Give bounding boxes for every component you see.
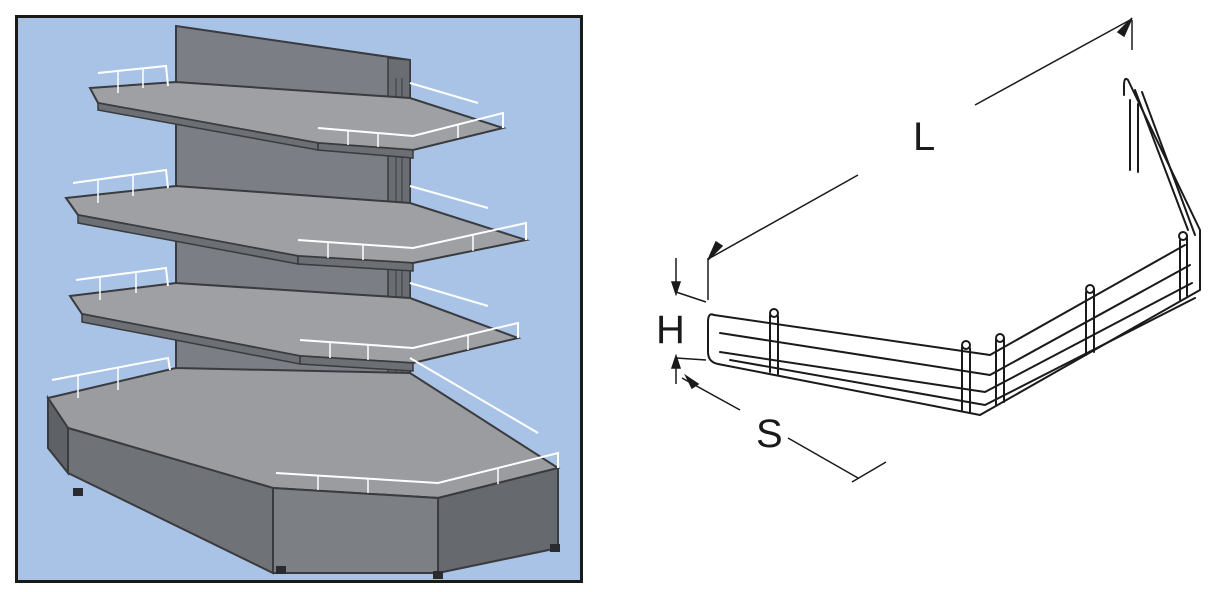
base-side-left — [47, 394, 69, 476]
rail-dimension-diagram: L H S — [640, 0, 1212, 592]
rail-bottom — [719, 282, 1193, 393]
depth-label: S — [756, 412, 783, 456]
length-label: L — [913, 115, 936, 159]
shelving-drawing — [46, 24, 561, 579]
rail-mid — [719, 264, 1191, 376]
dimension-lines — [670, 17, 1133, 483]
shelf-1 — [88, 80, 507, 159]
rail-inner — [729, 297, 1196, 406]
shelf-3 — [68, 281, 522, 372]
rail-right-end — [1134, 89, 1196, 236]
shelving-illustration — [15, 15, 583, 583]
height-label: H — [656, 308, 685, 352]
base-front-right — [272, 486, 439, 574]
rail-outer — [707, 77, 1201, 416]
rail-posts-diagram — [769, 99, 1188, 413]
shelf-2 — [64, 184, 530, 272]
rail-posts — [77, 68, 499, 493]
feet — [73, 488, 560, 579]
rail-drawing — [670, 17, 1201, 483]
rail-top — [713, 244, 1186, 356]
